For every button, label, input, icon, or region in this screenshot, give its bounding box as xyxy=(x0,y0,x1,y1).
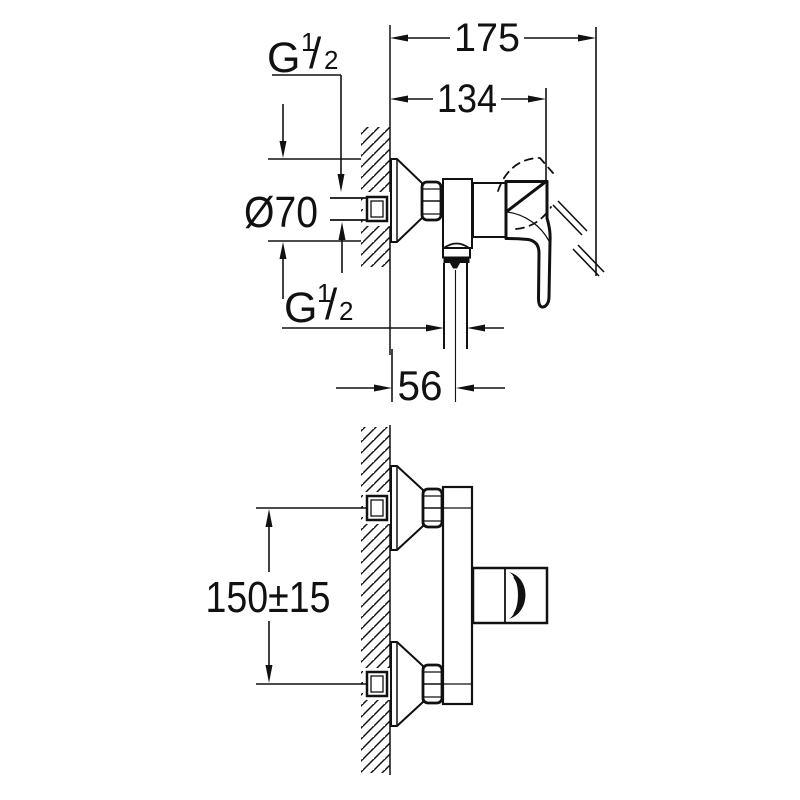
arrow-up-icon xyxy=(265,509,273,527)
side-outlet xyxy=(442,242,471,402)
arrow-left-icon xyxy=(456,384,474,392)
side-wall xyxy=(361,25,391,355)
dim-diameter-text: Ø70 xyxy=(244,188,318,237)
label-thread-outlet: G 1 / 2 xyxy=(282,278,504,332)
arrow-right-icon xyxy=(528,95,546,103)
thread-inlet-numerator: 1 xyxy=(301,27,315,57)
front-handle-crescent xyxy=(509,572,526,619)
thread-inlet-slash: / xyxy=(309,29,322,78)
front-lower-escutcheon xyxy=(390,641,424,727)
side-handle-alt-position xyxy=(497,157,554,192)
front-lower-hex-nut xyxy=(421,663,444,705)
dim-175-text: 175 xyxy=(454,16,520,60)
thread-inlet-denominator: 2 xyxy=(324,45,338,75)
side-square-union xyxy=(365,195,389,223)
label-thread-inlet: G 1 / 2 xyxy=(267,27,346,273)
side-handle-lever xyxy=(505,216,552,309)
side-supply-fitting xyxy=(330,192,390,226)
arrow-up-icon xyxy=(279,242,287,259)
front-lower-union xyxy=(363,668,390,700)
side-view: 175 134 Ø70 G 1 xyxy=(244,16,605,409)
dim-escutcheon-diameter: Ø70 xyxy=(244,104,361,299)
side-handle-motion-arc xyxy=(506,211,550,242)
front-valve-body xyxy=(441,485,474,706)
front-upper-escutcheon xyxy=(390,465,424,551)
thread-inlet-G: G xyxy=(267,34,300,82)
dim-width-total: 175 xyxy=(390,16,597,276)
thread-outlet-slash: / xyxy=(325,280,338,329)
thread-outlet-denominator: 2 xyxy=(339,296,353,326)
side-escutcheon xyxy=(390,158,423,243)
arrow-right-icon xyxy=(426,324,444,332)
front-view: 150±15 xyxy=(206,425,549,775)
arrow-left-icon xyxy=(390,34,408,42)
side-handle xyxy=(497,157,554,309)
front-handle-knob xyxy=(471,566,549,625)
arrow-up-icon xyxy=(338,222,346,240)
thread-outlet-numerator: 1 xyxy=(317,278,331,308)
arrow-left-icon xyxy=(390,95,408,103)
front-wall-hatch xyxy=(361,427,390,773)
dim-56-text: 56 xyxy=(398,362,443,409)
arrow-down-icon xyxy=(337,174,345,192)
arrow-down-icon xyxy=(265,665,273,683)
side-handle-cap-edge xyxy=(504,181,546,214)
arrow-down-icon xyxy=(279,141,287,158)
side-hex-nut xyxy=(420,180,443,222)
front-upper-union xyxy=(363,492,390,524)
dim-connection-spacing: 150±15 xyxy=(206,507,367,685)
side-break-marks xyxy=(552,200,605,277)
front-wall xyxy=(361,425,391,775)
side-handle-alt-position-lower xyxy=(515,206,552,230)
dim-outlet-offset: 56 xyxy=(336,349,505,409)
arrow-left-icon xyxy=(467,324,485,332)
arrow-right-icon xyxy=(578,34,596,42)
front-upper-hex-nut xyxy=(421,487,444,529)
dim-width-body: 134 xyxy=(390,77,547,181)
side-valve-body xyxy=(442,178,507,249)
dim-150-text: 150±15 xyxy=(206,573,331,622)
arrow-right-icon xyxy=(374,384,392,392)
dim-134-text: 134 xyxy=(437,77,497,121)
thread-outlet-G: G xyxy=(284,284,317,332)
